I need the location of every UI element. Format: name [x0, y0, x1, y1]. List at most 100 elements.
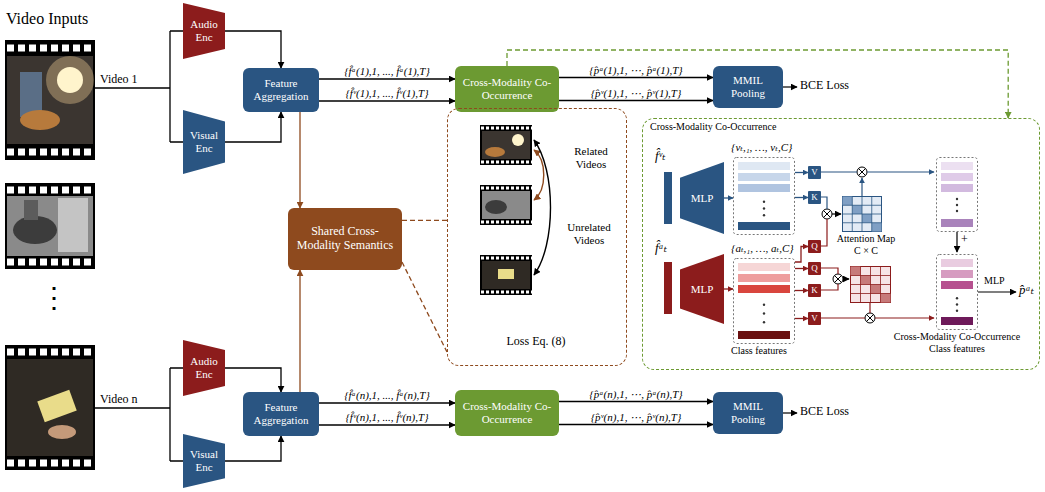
node-text: V	[811, 167, 818, 177]
mlp-block: MLP	[680, 254, 724, 324]
attention-grid	[851, 267, 861, 276]
connector	[319, 402, 455, 403]
edge-label: {p̂ᵃ(n),1, ⋯, p̂ᵃ(n),T}	[589, 388, 682, 401]
video-frame	[482, 131, 530, 159]
connector	[559, 401, 713, 402]
film-strip	[20, 110, 60, 130]
connector	[795, 247, 808, 263]
node-text: Q	[811, 241, 818, 251]
node-outline	[763, 201, 765, 203]
attention-wire	[843, 278, 849, 279]
film-strip	[7, 359, 93, 456]
key-projection: K	[808, 191, 821, 204]
edge-label: {p̂ᵃ(1),1, ⋯, p̂ᵃ(1),T}	[589, 64, 682, 77]
output-stack	[956, 198, 958, 200]
node-outline	[937, 255, 978, 330]
video-frame	[480, 185, 532, 225]
video-frame	[480, 125, 532, 165]
feature-symbol: f̂ᵛₜ	[655, 149, 665, 164]
aggregation-box: Feature Aggregation	[243, 68, 319, 112]
connector	[795, 172, 808, 173]
film-strip	[37, 390, 76, 422]
node-text: Feature Aggregation	[246, 77, 316, 102]
film-strip	[58, 198, 88, 252]
node-outline	[862, 214, 872, 223]
video-frame	[481, 221, 532, 224]
node-text: V	[811, 313, 818, 323]
video-frame	[481, 161, 532, 164]
co-occurrence-box: Cross-Modality Co-Occurrence	[455, 66, 559, 112]
film-strip	[7, 259, 95, 266]
film-strip	[7, 187, 95, 194]
film-strip	[5, 183, 95, 269]
node-outline	[733, 157, 795, 235]
edge-label: {f̂ᵛ(n),1, ..., f̂ᵛ(n),T}	[345, 411, 428, 424]
multiply-symbol	[867, 315, 874, 322]
value-projection: V	[808, 166, 821, 179]
node-text: MLP	[691, 283, 714, 296]
node-outline	[734, 158, 795, 235]
node-text: Attention Map C × C	[834, 233, 898, 256]
attention-wire	[783, 412, 797, 413]
attention-wire	[875, 317, 934, 318]
node-outline	[738, 285, 790, 293]
aggregation-box: Feature Aggregation	[243, 392, 319, 436]
film-strip	[7, 460, 95, 467]
node-outline	[738, 274, 790, 282]
output-stack	[941, 162, 973, 170]
attention-wire	[821, 317, 865, 318]
multiply-symbol	[859, 169, 866, 176]
node-outline	[738, 263, 790, 271]
node-outline	[956, 310, 958, 312]
video-frame	[482, 261, 530, 289]
feature-bar	[664, 172, 672, 224]
film-strip	[5, 40, 95, 160]
node-outline	[183, 110, 225, 174]
connector	[795, 290, 808, 291]
film-strip	[5, 345, 95, 470]
output-stack	[941, 219, 973, 227]
node-outline	[763, 312, 765, 314]
output-symbol: p̂ᵃₜ	[1019, 283, 1034, 298]
class-feature-stack: {vₜ,₁, …, vₜ,C}	[733, 157, 795, 235]
output-stack	[941, 184, 973, 192]
output-stack	[956, 204, 958, 206]
connector	[299, 112, 300, 208]
node-text: Cross-Modality Co-Occurrence	[650, 121, 776, 133]
node-outline	[872, 223, 882, 232]
video-frame	[485, 147, 505, 157]
attention-grid	[851, 267, 891, 303]
node-text: Class features	[731, 345, 787, 357]
feature-symbol: f̂ᵃₜ	[655, 241, 667, 256]
node-outline	[936, 254, 978, 330]
video-frame	[481, 291, 532, 294]
video-frame	[480, 125, 532, 165]
attention-grid	[871, 285, 881, 294]
node-outline	[738, 173, 790, 181]
audio-encoder: Audio Enc	[183, 3, 225, 59]
class-feature-stack: {aₜ,₁, …, aₜ,C}Class features	[733, 258, 795, 344]
node-outline	[738, 331, 790, 339]
query-projection: Q	[808, 240, 821, 253]
node-outline	[941, 270, 973, 278]
node-text: Visual Enc	[186, 129, 222, 154]
sum-sign: +	[961, 233, 968, 247]
video-frame	[512, 134, 524, 146]
visual-encoder: Visual Enc	[183, 434, 225, 488]
connector	[225, 368, 281, 392]
node-text: Loss Eq. (8)	[448, 335, 624, 349]
node-outline	[183, 3, 225, 59]
attention-map: Attention Map C × C	[842, 196, 882, 232]
pooling-box: MMIL Pooling	[713, 392, 783, 434]
node-outline	[941, 259, 973, 267]
figure-heading: Video Inputs	[6, 10, 88, 28]
video-frame	[485, 200, 507, 214]
attention-wire	[978, 291, 1016, 292]
detail-panel: Cross-Modality Co-OccurrenceMLP {vₜ,₁, …,…	[642, 118, 1040, 370]
attention-grid	[861, 276, 871, 285]
visual-encoder: Visual Enc	[183, 110, 225, 174]
connector	[225, 31, 281, 68]
